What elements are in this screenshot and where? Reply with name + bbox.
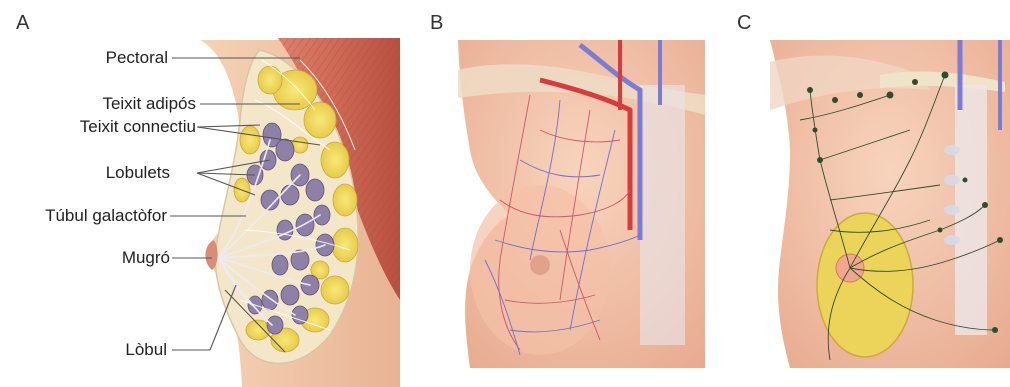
panel-letter-b: B xyxy=(430,12,443,35)
panel-letter-a: A xyxy=(16,12,29,35)
label-lobe: Lòbul xyxy=(125,340,167,360)
label-connective-tissue: Teixit connectiu xyxy=(80,117,196,137)
panel-c-illustration xyxy=(770,38,1010,368)
panel-letter-c: C xyxy=(737,12,751,35)
panel-b-illustration xyxy=(455,38,705,368)
label-pectoral: Pectoral xyxy=(106,48,168,68)
panel-a-illustration xyxy=(200,38,400,387)
breast-c xyxy=(817,213,913,357)
label-nipple: Mugró xyxy=(122,248,170,268)
label-adipose-tissue: Teixit adipós xyxy=(102,94,196,114)
label-milk-duct: Túbul galactòfor xyxy=(45,206,167,226)
label-lobules: Lobulets xyxy=(106,163,170,183)
